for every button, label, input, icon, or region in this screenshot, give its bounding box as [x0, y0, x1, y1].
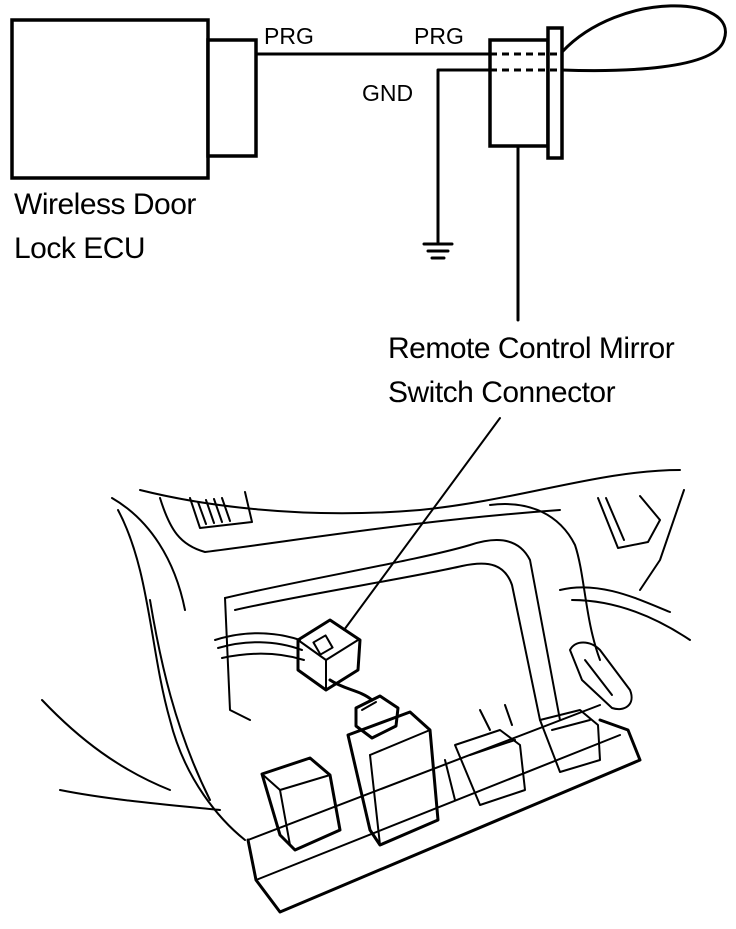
dashboard-illustration	[41, 469, 691, 841]
ecu-connector	[206, 38, 258, 158]
connector-housing	[488, 38, 550, 148]
prg-label-left: PRG	[264, 23, 314, 49]
ecu-unit	[10, 18, 258, 180]
gnd-label: GND	[362, 80, 413, 106]
ecu-body	[10, 18, 210, 180]
connector-label-line1: Remote Control Mirror	[388, 332, 675, 365]
prg-label-right: PRG	[414, 23, 464, 49]
mirror-switch-assembly	[246, 694, 642, 914]
gnd-wire	[436, 68, 492, 244]
ecu-label-line1: Wireless Door	[14, 188, 196, 221]
connector-flange	[546, 26, 564, 160]
jumper-wire-loop	[560, 4, 727, 73]
connector-label-line2: Switch Connector	[388, 376, 616, 409]
mirror-switch-connector-physical	[296, 618, 374, 702]
ecu-label-line2: Lock ECU	[14, 232, 145, 265]
ground-symbol	[422, 242, 454, 260]
mirror-switch-connector-schematic	[488, 4, 727, 322]
